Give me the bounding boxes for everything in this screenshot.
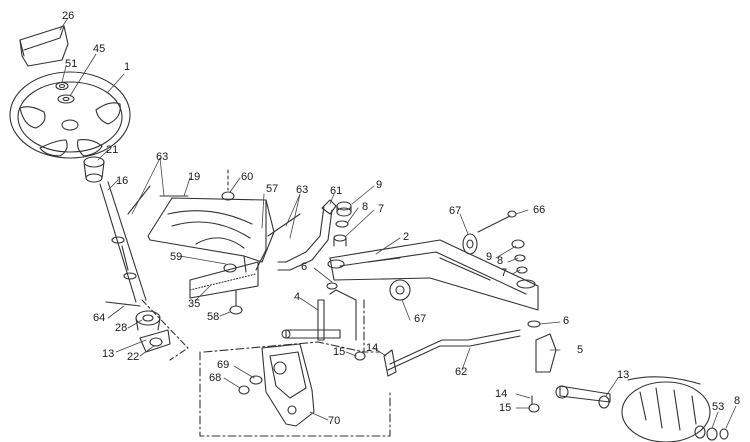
part-label-6-a: 6 (301, 261, 308, 273)
part-label-22: 22 (127, 351, 140, 363)
part-label-13-b: 13 (617, 369, 630, 381)
part-label-16: 16 (116, 175, 129, 187)
part-label-58: 58 (207, 311, 220, 323)
part-label-15-b: 15 (499, 402, 512, 414)
steering-wheel (9, 71, 131, 159)
part-label-26: 26 (62, 10, 75, 22)
bearing-flange (139, 329, 171, 353)
pivot-washer-upper (462, 233, 478, 255)
part-label-69: 69 (217, 359, 230, 371)
part-label-19: 19 (188, 171, 201, 183)
dust-cap-9-right (511, 239, 525, 249)
part-label-7-a: 7 (378, 203, 385, 215)
part-label-57: 57 (266, 183, 279, 195)
sector-gear (189, 261, 259, 299)
part-label-62: 62 (455, 366, 468, 378)
part-label-64: 64 (93, 312, 106, 324)
steering-arm (261, 343, 315, 427)
pivot-bolt (477, 210, 517, 233)
nut-60 (221, 169, 235, 201)
part-label-8-a: 8 (362, 201, 369, 213)
part-label-13-a: 13 (102, 348, 115, 360)
part-label-45: 45 (93, 43, 106, 55)
part-label-14-a: 14 (366, 342, 379, 354)
part-label-8-c: 8 (734, 395, 741, 407)
part-label-67-a: 67 (449, 205, 462, 217)
leader-dash-shaft (141, 299, 189, 361)
assembly-dashed-frame (199, 299, 391, 437)
bolt-68 (238, 385, 250, 395)
part-label-1: 1 (124, 61, 131, 73)
bushing-7 (333, 234, 347, 247)
part-label-35: 35 (188, 298, 201, 310)
part-label-9-b: 9 (486, 251, 493, 263)
pivot-washer-lower (389, 279, 411, 301)
part-label-9-a: 9 (376, 179, 383, 191)
leader-lines (59, 17, 737, 429)
part-label-70: 70 (328, 415, 341, 427)
part-label-66: 66 (533, 204, 546, 216)
washer-8-right (514, 254, 526, 262)
part-label-67-b: 67 (414, 313, 427, 325)
part-label-21: 21 (106, 144, 119, 156)
part-label-53: 53 (712, 401, 725, 413)
wheel-washer (57, 94, 75, 104)
washer-8 (335, 220, 349, 228)
part-label-6-b: 6 (563, 315, 570, 327)
part-label-60: 60 (241, 171, 254, 183)
part-label-59: 59 (170, 251, 183, 263)
tie-rod (387, 329, 521, 371)
part-label-51: 51 (65, 58, 78, 70)
steering-cap (19, 25, 69, 67)
pinion-gear (135, 310, 161, 331)
wheel-nut (55, 81, 69, 91)
part-label-63-a: 63 (156, 151, 169, 163)
nut-15-left (354, 351, 366, 361)
bolt-58 (229, 289, 243, 315)
left-spindle (281, 282, 357, 341)
part-label-15-a: 15 (333, 346, 346, 358)
front-axle (327, 239, 539, 311)
column-adapter (83, 156, 105, 183)
front-wheel (621, 376, 711, 442)
part-label-68: 68 (209, 372, 222, 384)
part-label-28: 28 (115, 322, 128, 334)
bolt-64 (105, 301, 141, 307)
bushing-69 (249, 375, 263, 385)
part-label-8-b: 8 (497, 255, 504, 267)
part-label-2: 2 (403, 231, 410, 243)
part-label-4: 4 (294, 291, 301, 303)
tie-rod-end-left (383, 349, 397, 377)
part-label-63-b: 63 (296, 184, 309, 196)
dust-cap-9 (336, 201, 352, 217)
drag-link (277, 199, 337, 271)
part-label-14-b: 14 (495, 388, 508, 400)
part-label-5: 5 (577, 344, 584, 356)
part-label-61: 61 (330, 185, 343, 197)
steering-shaft (99, 181, 147, 303)
hub-washers (598, 395, 729, 441)
right-spindle (527, 320, 611, 403)
steering-support-plate (147, 197, 275, 273)
nut-15-right (528, 403, 540, 413)
part-label-7-b: 7 (501, 267, 508, 279)
bushing-7-right (516, 266, 528, 274)
